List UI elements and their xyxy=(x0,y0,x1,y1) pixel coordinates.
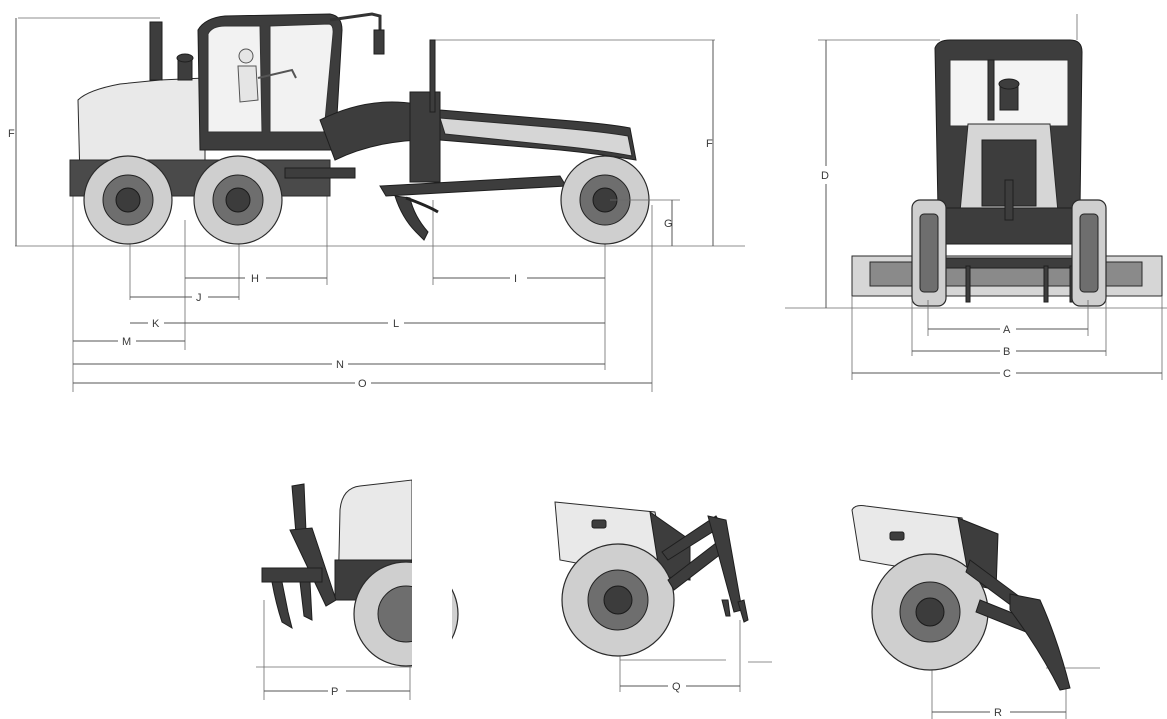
dim-label-P: P xyxy=(331,686,338,698)
dim-C: C xyxy=(851,296,1163,380)
attachment-front-ripper: P xyxy=(256,470,459,700)
dim-label-D: D xyxy=(821,170,829,182)
dim-label-L: L xyxy=(393,318,399,330)
grader-front-body xyxy=(851,39,1163,307)
dim-label-O: O xyxy=(358,378,367,390)
dim-F-left: F xyxy=(8,18,17,246)
dim-label-H: H xyxy=(251,273,259,285)
dim-F-right: F xyxy=(706,40,714,246)
dim-label-M: M xyxy=(122,336,131,348)
dim-G: G xyxy=(610,199,680,246)
attachment-rear-ripper: Q xyxy=(554,501,772,693)
front-view: D A B C xyxy=(785,14,1167,380)
dim-D: D xyxy=(821,40,829,308)
dim-M: M xyxy=(73,336,185,348)
dim-label-R: R xyxy=(994,707,1002,719)
dim-label-J: J xyxy=(196,292,202,304)
dim-label-F-left: F xyxy=(8,128,15,140)
side-view: F F G H I J xyxy=(8,12,745,392)
dim-label-I: I xyxy=(514,273,517,285)
dim-label-G: G xyxy=(664,218,673,230)
dim-label-Q: Q xyxy=(672,681,681,693)
dim-label-K: K xyxy=(152,318,160,330)
dim-K: K xyxy=(130,318,185,330)
dim-label-N: N xyxy=(336,359,344,371)
rear-wheel-1 xyxy=(83,155,173,245)
dim-N: N xyxy=(73,359,605,371)
attachment-dozer-blade: R xyxy=(851,505,1100,719)
rear-wheel-2 xyxy=(193,155,283,245)
dim-A: A xyxy=(927,300,1089,336)
dim-label-C: C xyxy=(1003,368,1011,380)
dim-label-F: F xyxy=(706,138,713,150)
dim-L: L xyxy=(185,318,605,330)
dim-B: B xyxy=(911,300,1107,358)
front-wheel xyxy=(560,155,650,245)
dim-H: H xyxy=(185,273,327,285)
dim-J: J xyxy=(130,292,239,304)
dim-O: O xyxy=(73,378,652,390)
dim-label-B: B xyxy=(1003,346,1010,358)
dim-I: I xyxy=(433,273,605,285)
dim-label-A: A xyxy=(1003,324,1011,336)
